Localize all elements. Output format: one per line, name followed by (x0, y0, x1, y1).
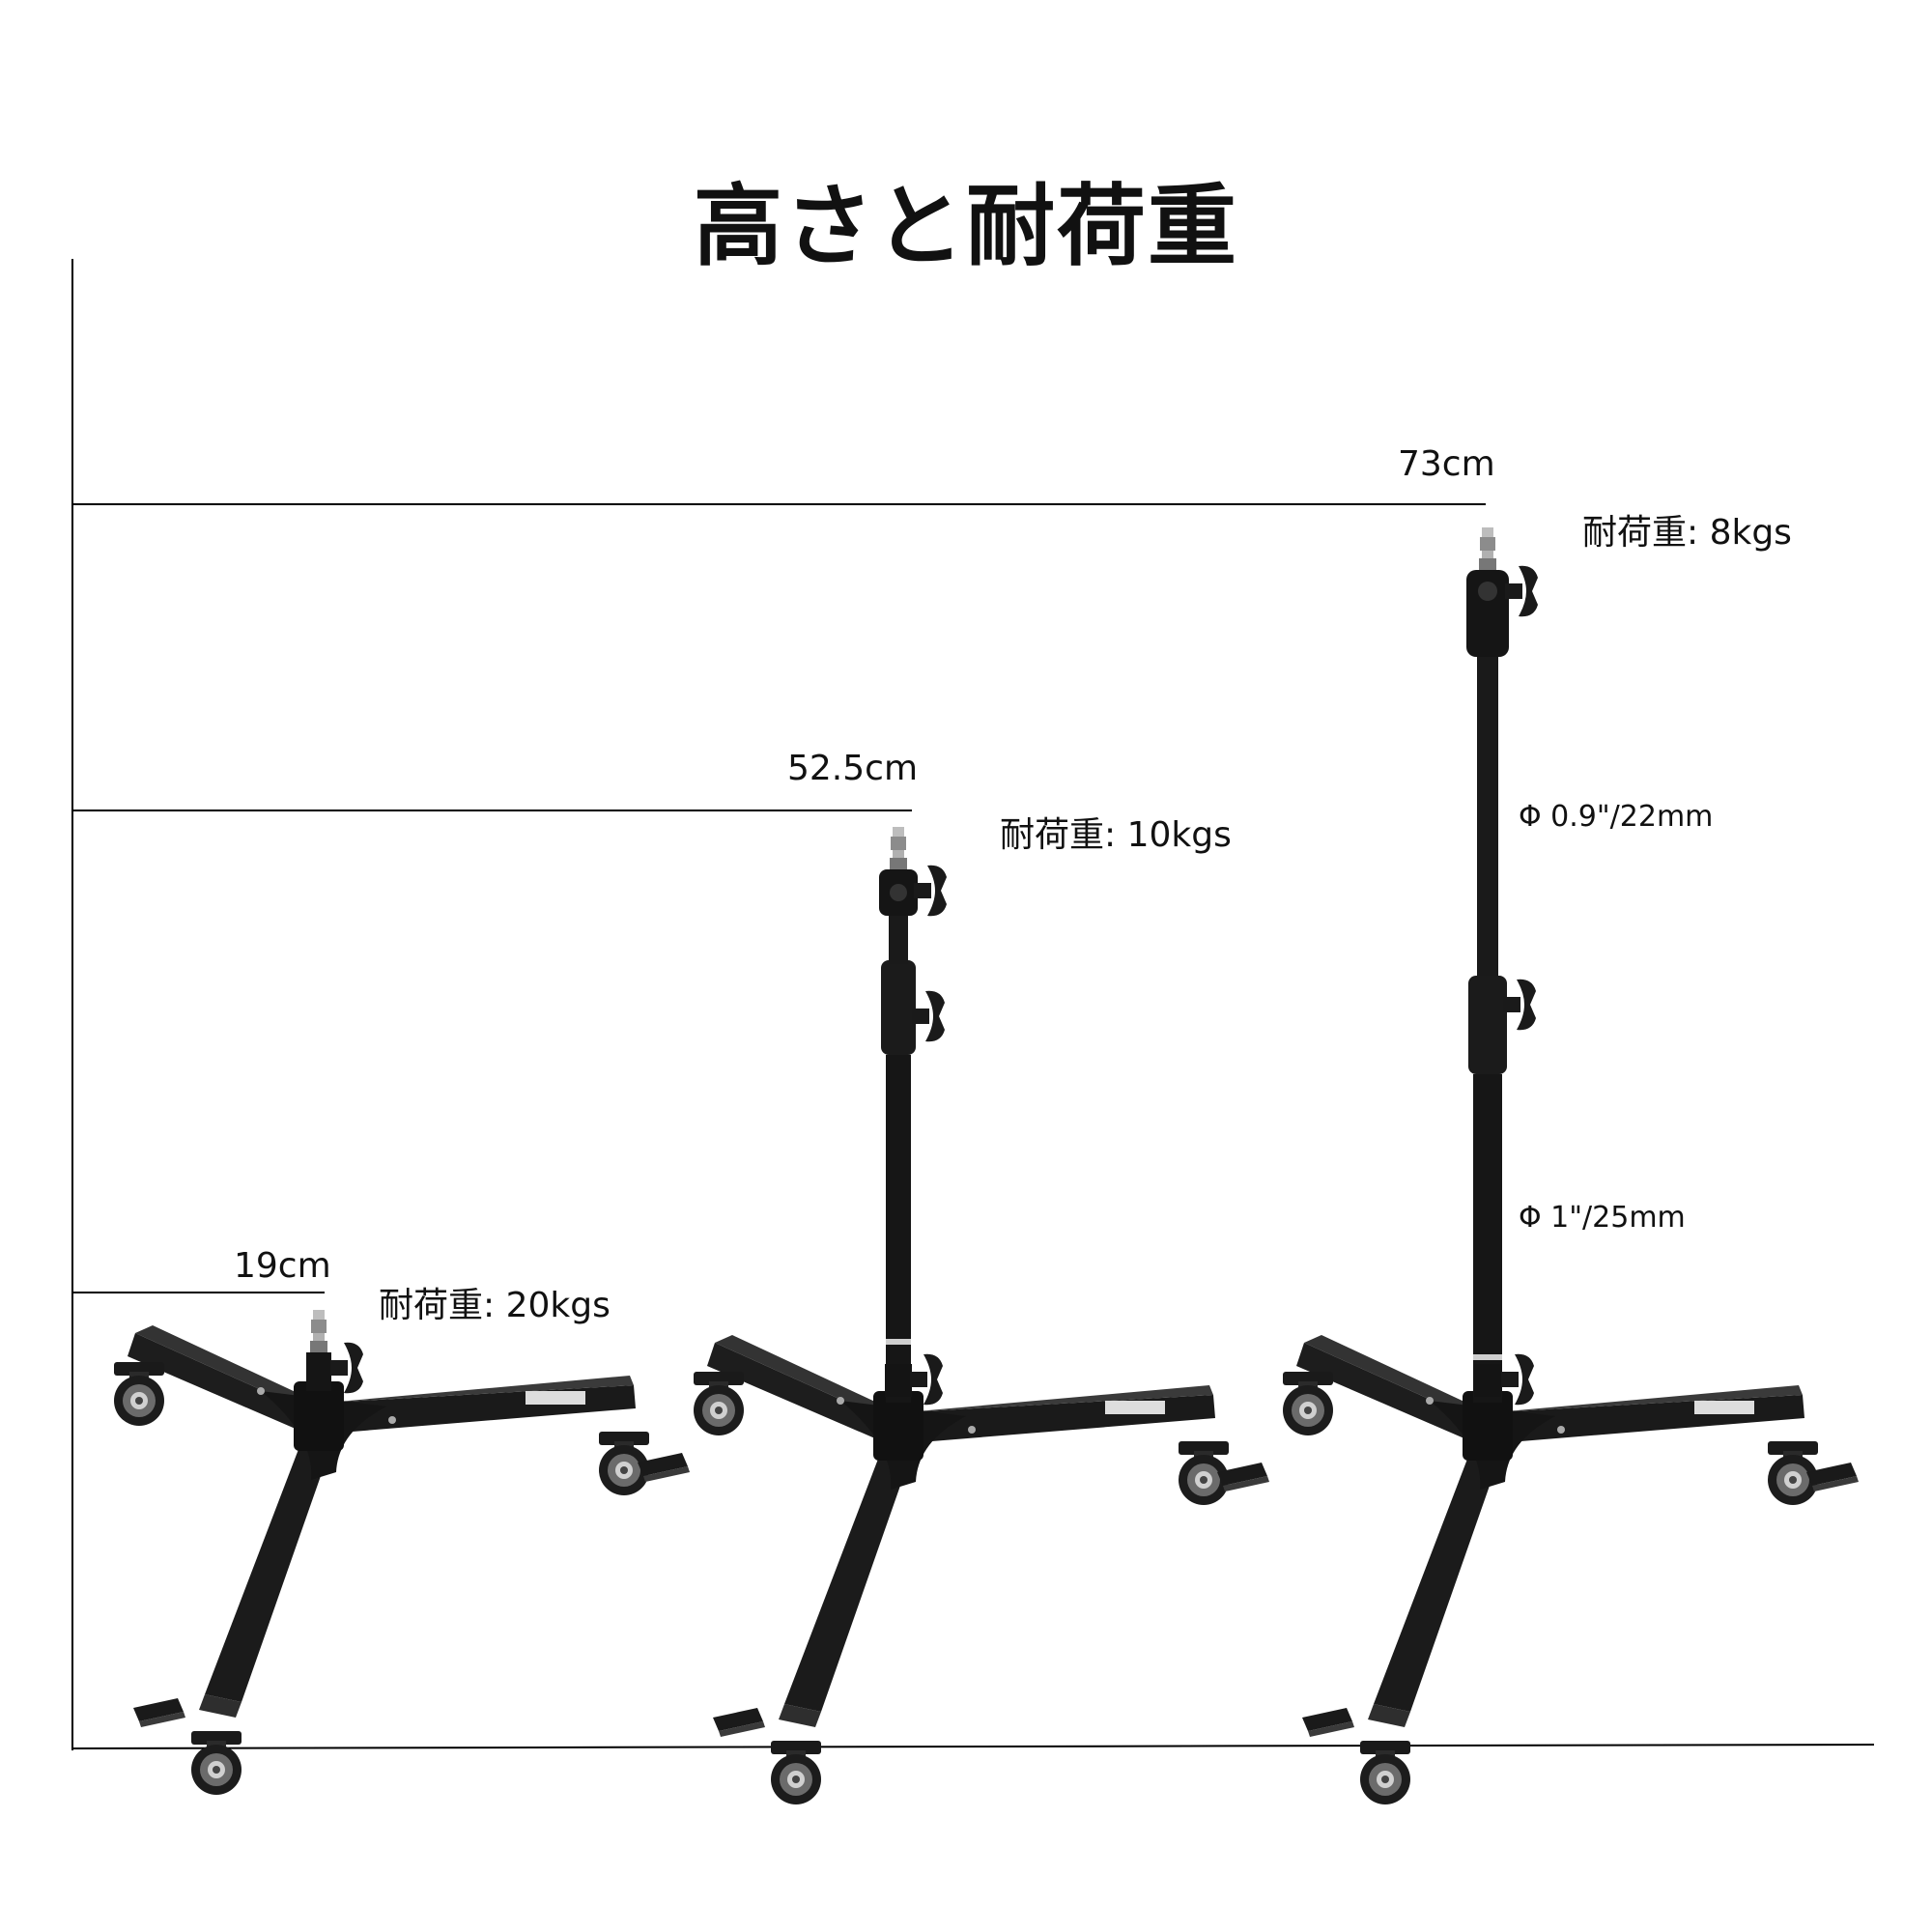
height-label-short: 19cm (234, 1246, 331, 1286)
height-label-tall: 73cm (1398, 444, 1495, 484)
stand-tall (1283, 527, 1859, 1804)
load-label-tall: 耐荷重: 8kgs (1582, 513, 1792, 553)
load-label-medium: 耐荷重: 10kgs (1000, 815, 1232, 855)
diameter-label-lower: Φ 1"/25mm (1519, 1201, 1686, 1235)
page-title: 高さと耐荷重 (693, 175, 1238, 278)
diameter-label-upper: Φ 0.9"/22mm (1519, 800, 1714, 834)
ground-line (71, 1744, 1875, 1749)
load-label-short: 耐荷重: 20kgs (379, 1286, 611, 1325)
height-label-medium: 52.5cm (787, 749, 919, 788)
stand-short (114, 1310, 690, 1795)
stand-medium (694, 827, 1269, 1804)
